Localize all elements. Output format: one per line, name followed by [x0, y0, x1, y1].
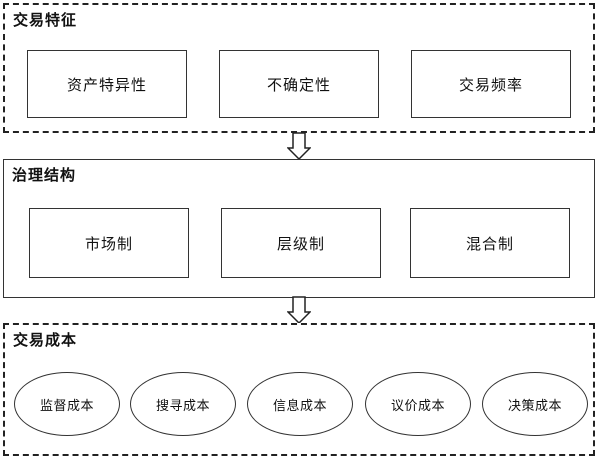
- down-arrow-icon: [287, 296, 311, 324]
- feature-box-uncertainty: 不确定性: [219, 50, 379, 118]
- transaction-features-section: 交易特征 资产特异性 不确定性 交易频率: [3, 3, 595, 133]
- section-title: 交易特征: [13, 11, 78, 29]
- section-title: 治理结构: [12, 166, 77, 184]
- feature-box-asset-specificity: 资产特异性: [27, 50, 187, 118]
- section-title: 交易成本: [13, 331, 78, 349]
- governance-box-hierarchy: 层级制: [221, 208, 381, 278]
- governance-box-market: 市场制: [29, 208, 189, 278]
- cost-oval-information: 信息成本: [247, 372, 353, 436]
- cost-oval-decision: 决策成本: [482, 372, 588, 436]
- feature-box-frequency: 交易频率: [411, 50, 571, 118]
- cost-oval-supervision: 监督成本: [14, 372, 120, 436]
- governance-box-hybrid: 混合制: [410, 208, 570, 278]
- governance-structure-section: 治理结构 市场制 层级制 混合制: [3, 159, 595, 298]
- cost-oval-search: 搜寻成本: [130, 372, 236, 436]
- down-arrow-icon: [287, 132, 311, 160]
- transaction-costs-section: 交易成本 监督成本 搜寻成本 信息成本 议价成本 决策成本: [3, 323, 595, 456]
- cost-oval-bargaining: 议价成本: [365, 372, 471, 436]
